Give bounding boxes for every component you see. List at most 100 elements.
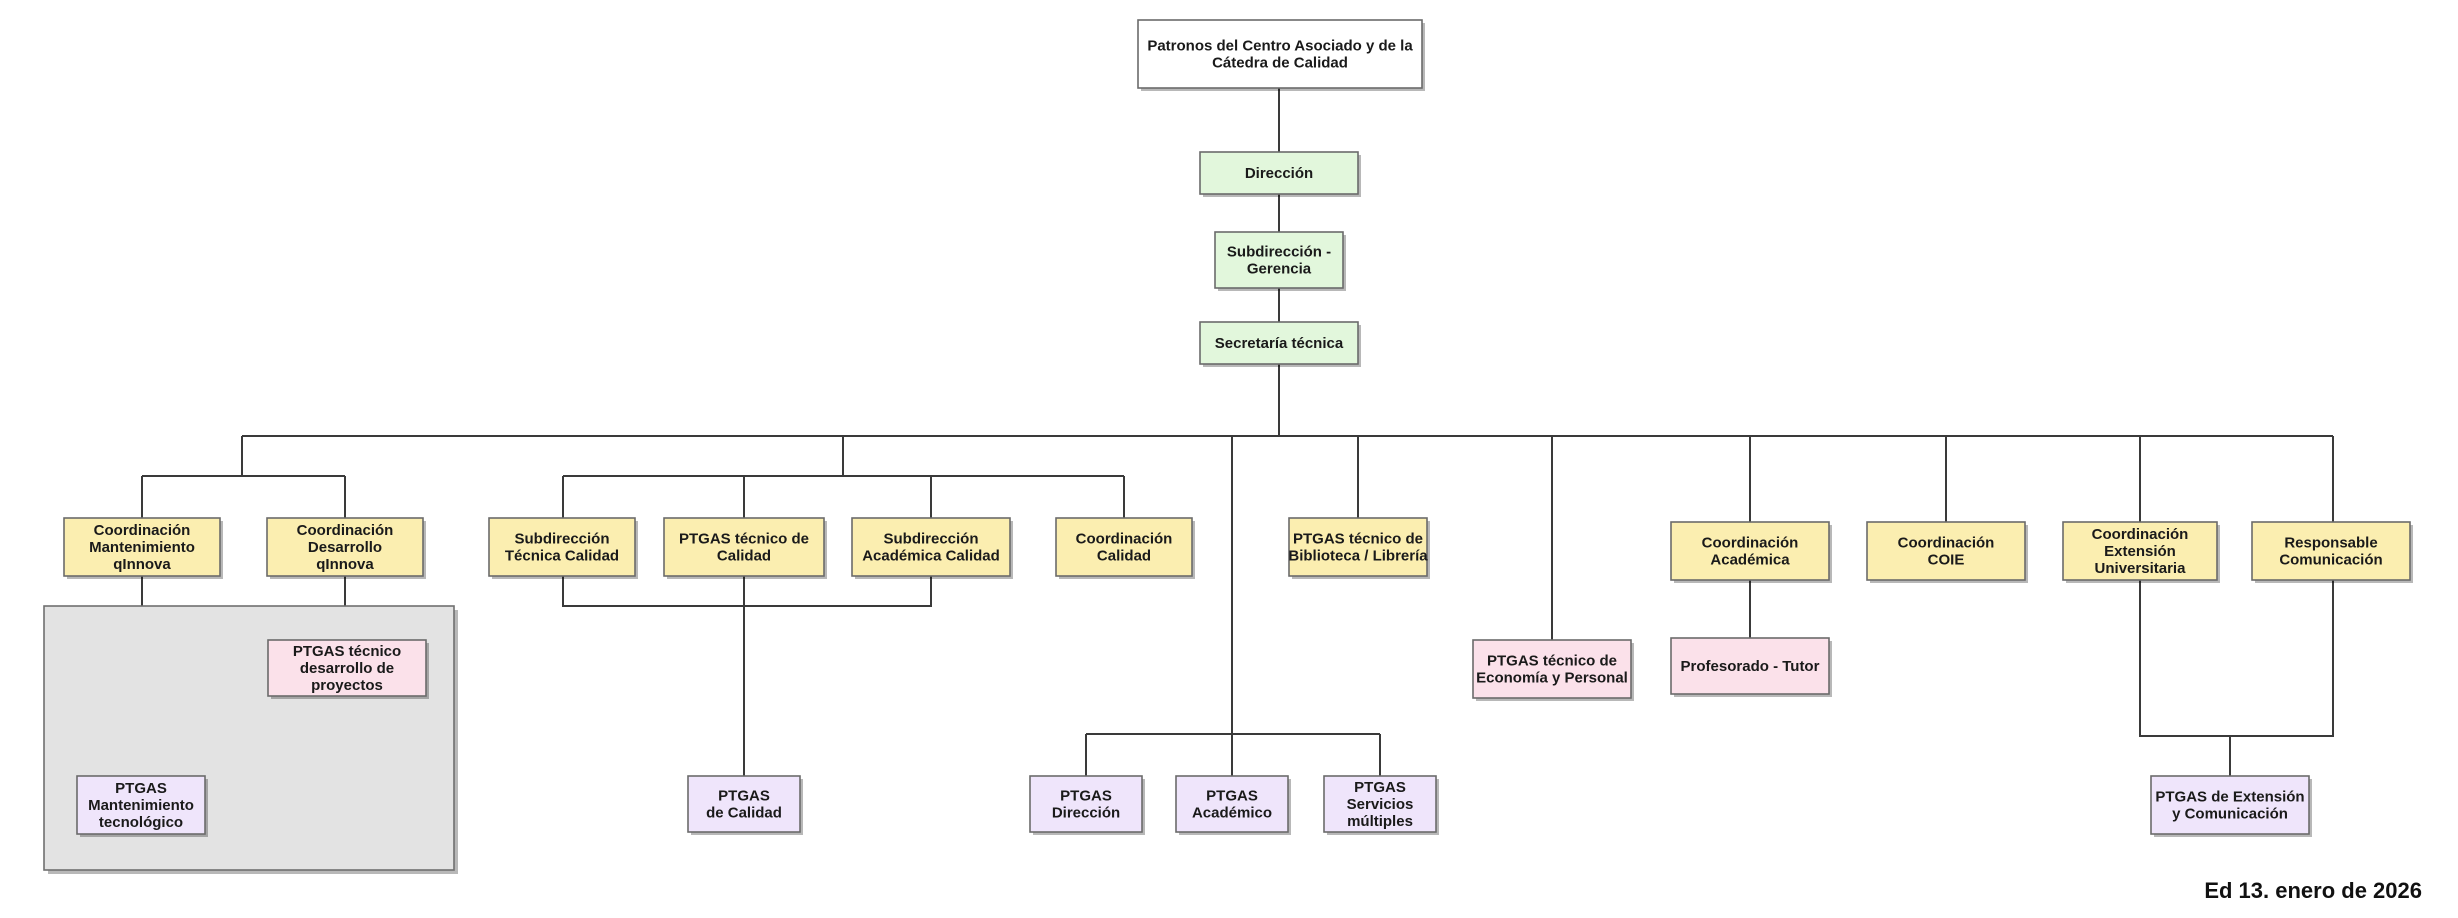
node-box xyxy=(851,517,1011,577)
node-label: Profesorado - Tutor xyxy=(1681,658,1820,675)
node-label: Subdirección xyxy=(883,531,978,548)
node-label: Universitaria xyxy=(2095,560,2187,577)
node-subdireccion-gerencia: Subdirección -Gerencia xyxy=(1214,231,1346,291)
node-box xyxy=(1199,321,1359,365)
node-box xyxy=(1055,517,1193,577)
node-label: Mantenimiento xyxy=(88,797,194,814)
node-box xyxy=(1199,151,1359,195)
node-box xyxy=(76,775,206,835)
node-label: Secretaría técnica xyxy=(1215,335,1344,352)
node-label: PTGAS xyxy=(1206,788,1258,805)
node-label: Coordinación xyxy=(1702,535,1799,552)
node-box xyxy=(488,517,636,577)
node-label: Dirección xyxy=(1245,165,1313,182)
node-profesorado: Profesorado - Tutor xyxy=(1670,637,1832,697)
node-label: PTGAS técnico de xyxy=(1293,531,1423,548)
node-label: PTGAS xyxy=(1354,779,1406,796)
node-box xyxy=(687,775,801,833)
node-box xyxy=(1866,521,2026,581)
node-label: Técnica Calidad xyxy=(505,548,619,565)
node-label: PTGAS xyxy=(1060,788,1112,805)
node-box xyxy=(1288,517,1428,577)
node-label: Coordinación xyxy=(1076,531,1173,548)
node-label: y Comunicación xyxy=(2172,806,2288,823)
node-label: Patronos del Centro Asociado y de la xyxy=(1147,38,1413,55)
node-label: Servicios xyxy=(1347,796,1414,813)
node-label: COIE xyxy=(1928,552,1965,569)
node-box xyxy=(1029,775,1143,833)
node-label: Subdirección - xyxy=(1227,244,1331,261)
node-label: Coordinación xyxy=(1898,535,1995,552)
node-box xyxy=(1323,775,1437,833)
node-box xyxy=(2150,775,2310,835)
node-label: qInnova xyxy=(316,556,374,573)
connector-lines xyxy=(141,88,2334,776)
node-label: PTGAS técnico de xyxy=(1487,653,1617,670)
node-label: Coordinación xyxy=(297,522,394,539)
node-box xyxy=(2251,521,2411,581)
node-label: PTGAS técnico xyxy=(293,643,401,660)
node-box xyxy=(1472,639,1632,699)
edition-label: Ed 13. enero de 2026 xyxy=(2204,878,2422,903)
node-label: proyectos xyxy=(311,677,383,694)
node-label: PTGAS xyxy=(115,780,167,797)
node-label: Comunicación xyxy=(2279,552,2382,569)
node-label: qInnova xyxy=(113,556,171,573)
node-box xyxy=(1137,19,1423,89)
connector-line xyxy=(2139,580,2334,737)
node-label: Coordinación xyxy=(2092,526,2189,543)
node-box xyxy=(1175,775,1289,833)
node-label: Subdirección xyxy=(514,531,609,548)
node-label: Extensión xyxy=(2104,543,2176,560)
connector-line xyxy=(562,576,932,607)
node-label: PTGAS técnico de xyxy=(679,531,809,548)
node-label: múltiples xyxy=(1347,813,1413,830)
node-label: PTGAS de Extensión xyxy=(2155,789,2304,806)
node-box xyxy=(663,517,825,577)
node-label: Dirección xyxy=(1052,805,1120,822)
node-direccion: Dirección xyxy=(1199,151,1361,197)
node-label: Académico xyxy=(1192,805,1272,822)
node-label: Responsable xyxy=(2284,535,2377,552)
node-box xyxy=(1214,231,1344,289)
node-box xyxy=(1670,521,1830,581)
node-label: Mantenimiento xyxy=(89,539,195,556)
node-label: Economía y Personal xyxy=(1476,670,1628,687)
node-label: desarrollo de xyxy=(300,660,394,677)
node-label: Académica Calidad xyxy=(862,548,1000,565)
node-label: Calidad xyxy=(1097,548,1151,565)
node-label: Gerencia xyxy=(1247,261,1312,278)
node-label: Calidad xyxy=(717,548,771,565)
node-layer: Patronos del Centro Asociado y de laCáte… xyxy=(63,19,2413,837)
node-box xyxy=(2062,521,2218,581)
node-secretaria: Secretaría técnica xyxy=(1199,321,1361,367)
node-label: Biblioteca / Librería xyxy=(1288,548,1428,565)
node-label: de Calidad xyxy=(706,805,782,822)
node-label: Cátedra de Calidad xyxy=(1212,55,1348,72)
node-box xyxy=(1670,637,1830,695)
node-box xyxy=(63,517,221,577)
node-box xyxy=(267,639,427,697)
node-patronos: Patronos del Centro Asociado y de laCáte… xyxy=(1137,19,1425,91)
node-label: Coordinación xyxy=(94,522,191,539)
node-label: PTGAS xyxy=(718,788,770,805)
node-label: Desarrollo xyxy=(308,539,382,556)
